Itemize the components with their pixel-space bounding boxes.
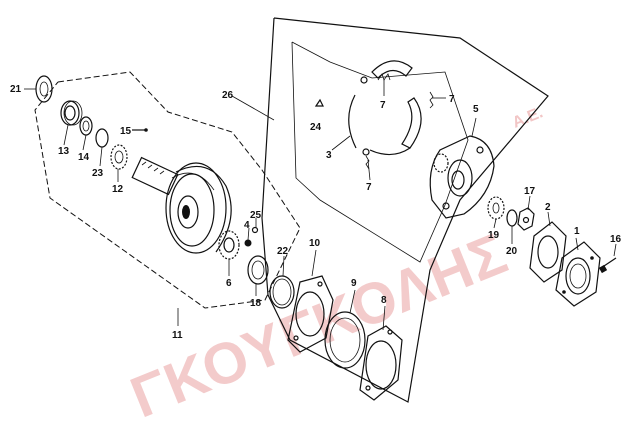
part-25-clip — [251, 226, 259, 234]
part-16-bolt — [598, 257, 617, 274]
part-2-gasket — [529, 221, 567, 283]
callout-6: 6 — [226, 278, 232, 289]
callout-7-b: 7 — [449, 94, 455, 105]
callout-26: 26 — [222, 90, 234, 101]
callout-15: 15 — [120, 126, 132, 137]
part-3-clutch-shoes — [348, 60, 422, 156]
callout-1: 1 — [574, 226, 580, 237]
part-21-washer — [35, 75, 53, 103]
part-4-nut — [244, 239, 252, 247]
part-20-washer — [506, 209, 518, 227]
part-17-nut — [517, 207, 535, 231]
callout-17: 17 — [524, 186, 536, 197]
callout-9: 9 — [351, 278, 357, 289]
callout-19: 19 — [488, 230, 500, 241]
part-9-gasket-ring — [324, 311, 366, 369]
part-11-clutch-drum — [131, 156, 232, 254]
watermark-text: ΓΚΟΥΓΚΟΛΗΣ — [122, 221, 517, 423]
callout-3: 3 — [326, 150, 332, 161]
part-7-spring-b — [429, 91, 434, 109]
watermark-suffix: A.E. — [510, 104, 545, 131]
callout-7-a: 7 — [380, 100, 386, 111]
callout-21: 21 — [10, 84, 22, 95]
callout-5: 5 — [473, 104, 479, 115]
callout-13: 13 — [58, 146, 70, 157]
part-19-nut — [487, 196, 505, 220]
part-1-cover — [555, 241, 601, 307]
part-18-washer — [247, 255, 269, 285]
callout-7-c: 7 — [366, 182, 372, 193]
callout-22: 22 — [277, 246, 289, 257]
part-22-ring — [269, 275, 295, 309]
part-5-drive-plate — [429, 135, 495, 219]
group-outline-26 — [261, 17, 549, 403]
part-24-pin — [314, 98, 324, 107]
part-13-bearing — [60, 100, 83, 126]
inner-outline-26 — [291, 41, 469, 263]
callout-18: 18 — [250, 298, 262, 309]
part-7-spring-c — [365, 155, 370, 170]
callout-8: 8 — [381, 295, 387, 306]
callout-4: 4 — [244, 220, 250, 231]
part-15-pin — [132, 128, 148, 132]
part-10-gasket — [287, 275, 334, 353]
callout-20: 20 — [506, 246, 518, 257]
callout-23: 23 — [92, 168, 104, 179]
callout-25: 25 — [250, 210, 262, 221]
callout-10: 10 — [309, 238, 321, 249]
part-8-gasket — [359, 325, 403, 401]
part-23-ring — [95, 128, 109, 148]
leader-lines — [24, 80, 617, 331]
callout-2: 2 — [545, 202, 551, 213]
callout-12: 12 — [112, 184, 124, 195]
callout-16: 16 — [610, 234, 622, 245]
part-14-seal — [79, 116, 93, 136]
group-outline-11 — [34, 71, 301, 309]
callout-11: 11 — [172, 330, 183, 341]
callout-labels: 1 2 3 4 5 6 7 7 7 8 9 10 11 12 13 14 15 … — [10, 84, 622, 341]
callout-24: 24 — [310, 122, 322, 133]
part-12-gear — [110, 144, 128, 170]
callout-14: 14 — [78, 152, 90, 163]
watermark: ΓΚΟΥΓΚΟΛΗΣ — [122, 221, 517, 423]
part-6-gear — [218, 230, 240, 260]
